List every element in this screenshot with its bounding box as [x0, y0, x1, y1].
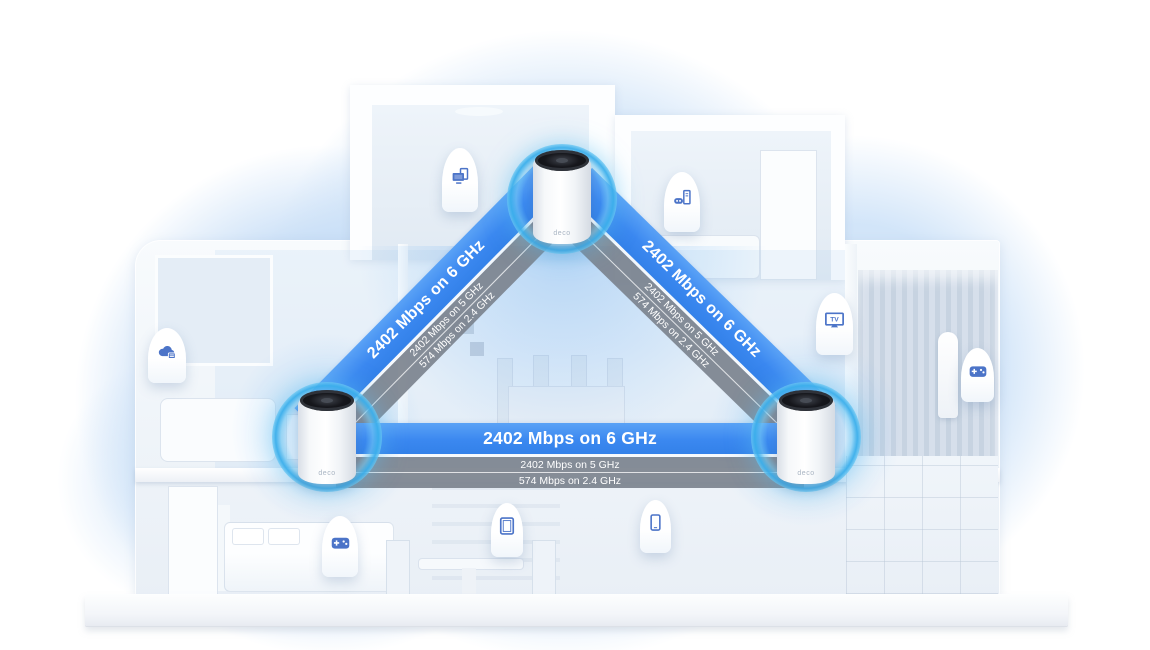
dining-table — [508, 386, 625, 428]
wall-art — [470, 342, 484, 356]
link-label-2-4ghz: 574 Mbps on 2.4 GHz — [336, 472, 804, 488]
gamepad-icon — [969, 366, 986, 377]
device-badge-gamepad-bed — [322, 516, 358, 577]
gamepad-icon — [331, 537, 349, 549]
deco-unit: deco — [533, 150, 591, 244]
deco-logo: deco — [797, 470, 815, 477]
kitchen-cabinets — [846, 456, 998, 594]
unit-top-vent — [779, 390, 833, 411]
link-label-6ghz: 2402 Mbps on 6 GHz — [336, 423, 804, 454]
wardrobe — [760, 150, 817, 280]
ceiling-light — [455, 107, 503, 116]
device-badge-tv: TV — [816, 293, 853, 355]
tv-icon-text: TV — [830, 316, 839, 323]
deco-logo: deco — [553, 230, 571, 237]
floor-lamp — [938, 332, 958, 418]
unit-top-vent — [535, 150, 589, 171]
device-badge-computer — [442, 148, 478, 212]
device-badge-cloud — [148, 328, 186, 383]
floor-platform — [85, 594, 1068, 626]
door — [168, 486, 218, 598]
smartphone-icon — [650, 514, 661, 531]
sofa — [160, 398, 276, 462]
deco-logo: deco — [318, 470, 336, 477]
pillow — [232, 528, 264, 545]
link-band-bottom: 2402 Mbps on 6 GHz 2402 Mbps on 5 GHz 57… — [336, 423, 804, 488]
vr-pc-icon — [673, 189, 691, 204]
band-divider — [336, 454, 804, 457]
tablet-icon — [499, 517, 515, 535]
tv-icon: TV — [825, 311, 844, 327]
cloud-storage-icon — [158, 345, 176, 359]
device-badge-vr-pc — [664, 172, 700, 232]
device-badge-gamepad-right — [961, 348, 994, 402]
device-badge-tablet — [491, 503, 523, 557]
pillow — [268, 528, 300, 545]
deco-unit: deco — [777, 390, 835, 484]
link-label-5ghz: 2402 Mbps on 5 GHz — [336, 457, 804, 472]
device-badge-phone — [640, 500, 671, 553]
desktop-computer-icon — [452, 167, 468, 184]
unit-top-vent — [300, 390, 354, 411]
deco-unit: deco — [298, 390, 356, 484]
